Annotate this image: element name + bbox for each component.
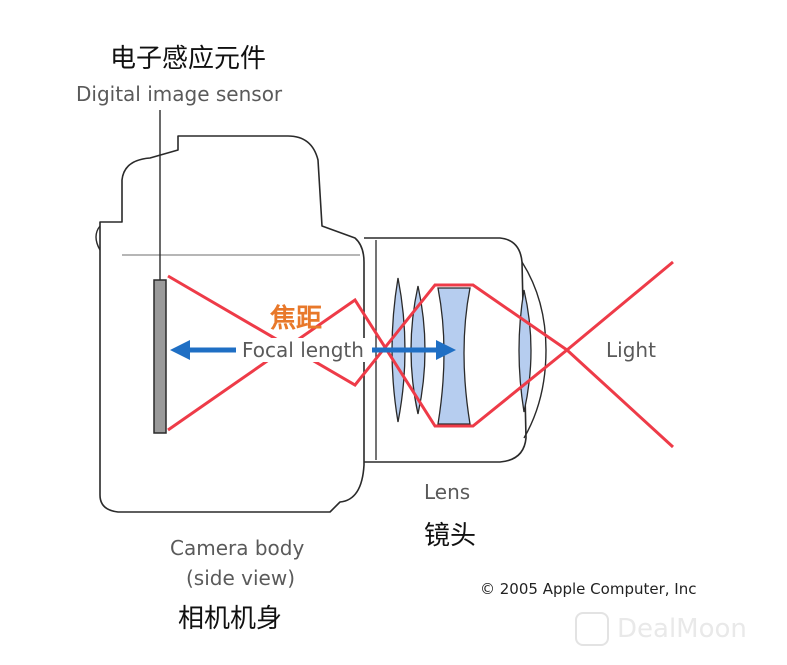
camera-body-label-en-sub: (side view) (186, 566, 295, 590)
sensor-label-en: Digital image sensor (76, 82, 283, 106)
focal-length-label-cn: 焦距 (270, 304, 323, 334)
camera-body-outline (99, 135, 365, 513)
focal-arrow-right-head (436, 340, 456, 360)
camera-body-label-cn: 相机机身 (178, 604, 283, 634)
lens-label-cn: 镜头 (424, 521, 477, 551)
lens-front-rim (521, 261, 547, 439)
lens-element-3 (437, 287, 471, 425)
dealmoon-logo-icon (575, 612, 609, 646)
copyright-text: © 2005 Apple Computer, Inc (480, 580, 697, 598)
focal-arrow-left-head (170, 340, 190, 360)
light-label: Light (606, 338, 656, 362)
image-sensor (153, 279, 167, 434)
focal-length-label-en: Focal length (240, 338, 366, 362)
light-ray-bottom (167, 297, 675, 449)
light-ray-top (167, 260, 674, 387)
lens-element-4 (518, 289, 532, 413)
camera-body-label-en: Camera body (170, 536, 305, 560)
sensor-label-cn: 电子感应元件 (110, 44, 267, 74)
grip-bump (95, 225, 101, 251)
watermark-text: DealMoon (617, 614, 747, 644)
lens-label-en: Lens (424, 480, 471, 504)
watermark: DealMoon (575, 612, 747, 646)
